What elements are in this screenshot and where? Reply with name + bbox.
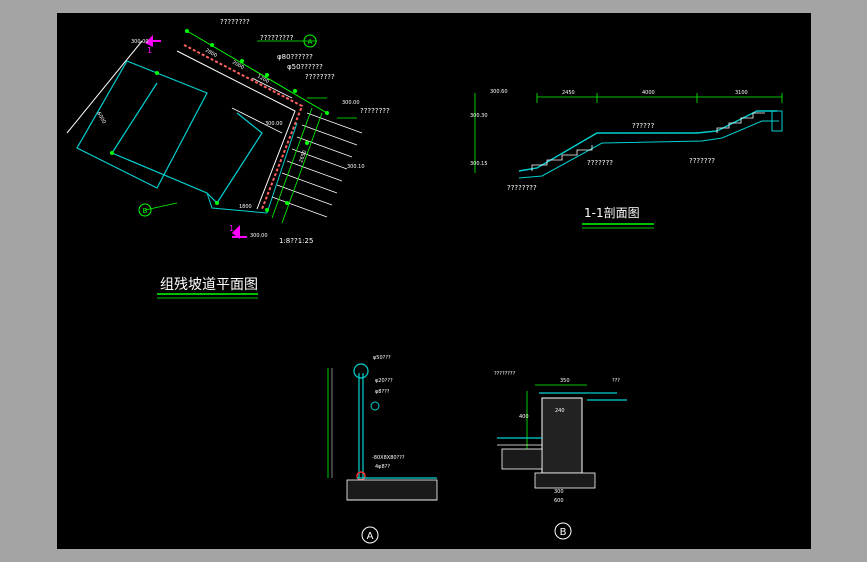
plan-section-mark-bottom: 1 — [229, 224, 247, 239]
plan-platform — [206, 122, 298, 214]
plan-handrail-inner — [176, 50, 296, 210]
detail-b-dim-300: 300 — [554, 489, 564, 495]
detail-b-note-2: ??? — [612, 378, 620, 384]
detail-a-note-4: -80X8X80??? — [372, 455, 405, 461]
ramp-plan: A B 1 1 ???????? ????????? φ80?????? φ50… — [66, 18, 390, 299]
plan-elev-3: 300.10 — [347, 164, 365, 170]
section-note-bottom: ???????? — [507, 184, 537, 192]
plan-elev-1: 300.00 — [131, 39, 149, 45]
plan-elev-5: 300.00 — [250, 233, 268, 239]
detail-a-note-2: φ20??? — [375, 378, 393, 384]
section-ramp-underside — [518, 120, 779, 179]
section-elev-low: 300.15 — [470, 161, 488, 167]
plan-axis-mark-b: B — [138, 202, 178, 217]
section-dim-1: 2450 — [562, 90, 575, 96]
plan-note-3: φ80?????? — [277, 53, 313, 61]
plan-dim-6000: 6000 — [95, 111, 107, 125]
plan-dim-2800: 2800 — [204, 48, 218, 60]
detail-b-note-1: ???????? — [494, 371, 516, 377]
detail-b-base-fill — [501, 448, 543, 470]
section-dim-2: 4000 — [642, 90, 655, 96]
svg-text:1: 1 — [229, 224, 234, 233]
detail-b-dim-350: 350 — [560, 378, 570, 384]
plan-dim-2650: 2650 — [298, 150, 308, 164]
detail-b-marker — [554, 522, 572, 540]
detail-b-wall: ???????? ??? 350 240 400 300 600 B — [494, 371, 627, 540]
plan-dim-1200: 1200 — [256, 74, 270, 86]
detail-b-dim-600: 600 — [554, 498, 564, 504]
detail-a-marker-label: A — [367, 531, 374, 542]
section-elev-top: 300.60 — [490, 89, 508, 95]
plan-dim-ticks — [110, 29, 329, 212]
plan-dim-1800: 1800 — [239, 204, 252, 210]
plan-dim-line — [186, 30, 328, 114]
detail-a-note-5: 4φ8?? — [375, 464, 390, 470]
detail-b-retaining-wall — [541, 397, 583, 474]
section-steps-upper — [716, 112, 765, 133]
section-steps-lower — [531, 145, 593, 171]
section-end-wall — [771, 110, 783, 132]
section-note-right: ??????? — [689, 157, 715, 165]
plan-dim-right — [271, 97, 357, 224]
plan-axis-mark-a: A — [257, 34, 317, 48]
detail-b-footing — [534, 472, 596, 489]
section-note-lower: ??????? — [587, 159, 613, 167]
detail-a-note-3: φ8??? — [375, 389, 390, 395]
detail-b-dim-240: 240 — [555, 408, 565, 414]
drawing-canvas[interactable]: A B 1 1 ???????? ????????? φ80?????? φ50… — [57, 13, 811, 549]
plan-title: 组残坡道平面图 — [160, 277, 258, 293]
plan-note-5: ???????? — [305, 73, 335, 81]
plan-dim-line-left — [66, 40, 143, 134]
cad-viewport[interactable]: A B 1 1 ???????? ????????? φ80?????? φ50… — [57, 13, 811, 549]
svg-text:1: 1 — [147, 46, 152, 55]
svg-text:B: B — [143, 207, 148, 215]
plan-note-4: φ50?????? — [287, 63, 323, 71]
section-title: 1-1剖面图 — [584, 206, 640, 220]
plan-ramp-lines — [231, 77, 363, 218]
section-ramp-surface — [518, 110, 777, 172]
detail-b-marker-label: B — [560, 527, 567, 538]
plan-note-2: ????????? — [260, 34, 294, 42]
section-note-upper: ?????? — [632, 122, 655, 130]
plan-right-note: ???????? — [360, 107, 390, 115]
section-dim-3: 3100 — [735, 90, 748, 96]
detail-a-marker — [361, 526, 379, 544]
detail-a-foundation — [346, 479, 438, 501]
plan-inner-wall — [111, 82, 263, 204]
detail-a-rail-tube — [353, 363, 369, 379]
plan-top-note: ???????? — [220, 18, 250, 26]
svg-text:A: A — [308, 38, 313, 46]
plan-elev-2: 300.00 — [342, 100, 360, 106]
detail-a-handrail: φ50??? φ20??? φ8??? -80X8X80??? 4φ8?? A — [327, 355, 438, 544]
detail-a-note-1: φ50??? — [373, 355, 391, 361]
detail-a-anchor — [356, 471, 366, 481]
ramp-section: 2450 4000 3100 300.60 300.30 300.15 ????… — [470, 89, 783, 229]
plan-elev-4: 300.00 — [265, 121, 283, 127]
plan-handrail — [183, 44, 304, 210]
detail-b-dim-400: 400 — [519, 414, 529, 420]
plan-dim-2000: 2000 — [231, 60, 245, 72]
section-elev-mid: 300.30 — [470, 113, 488, 119]
plan-wall-outline — [76, 60, 208, 189]
plan-bottom-note: 1:8??1:25 — [279, 237, 313, 245]
plan-section-mark-top: 1 — [145, 35, 161, 55]
